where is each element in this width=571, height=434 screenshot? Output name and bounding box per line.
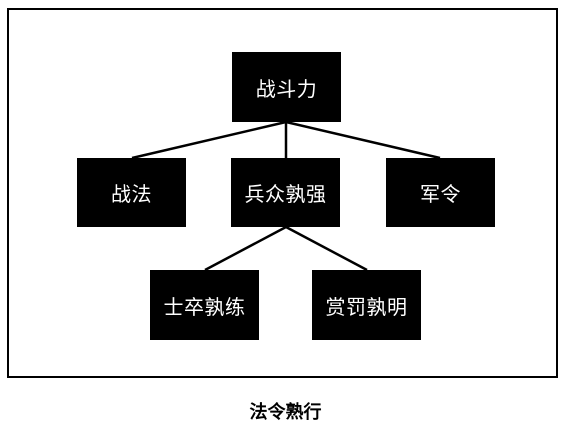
node-root: 战斗力 — [232, 52, 341, 122]
connector-troops-soldiers — [204, 225, 287, 272]
node-tactics-label: 战法 — [111, 182, 152, 206]
node-rewards-label: 赏罚孰明 — [325, 294, 408, 319]
node-orders: 军令 — [386, 158, 495, 227]
connector-troops-rewards — [285, 225, 368, 272]
connector-root-orders — [285, 120, 441, 160]
node-orders-label: 军令 — [420, 182, 461, 206]
node-tactics: 战法 — [77, 158, 186, 227]
diagram-caption: 法令熟行 — [249, 402, 322, 423]
node-soldiers: 士卒孰练 — [150, 270, 259, 340]
node-rewards: 赏罚孰明 — [312, 270, 421, 340]
node-root-label: 战斗力 — [255, 76, 318, 101]
node-troops-label: 兵众孰强 — [244, 182, 327, 206]
node-soldiers-label: 士卒孰练 — [163, 294, 246, 319]
connector-root-tactics — [131, 120, 287, 160]
node-troops: 兵众孰强 — [231, 158, 340, 227]
